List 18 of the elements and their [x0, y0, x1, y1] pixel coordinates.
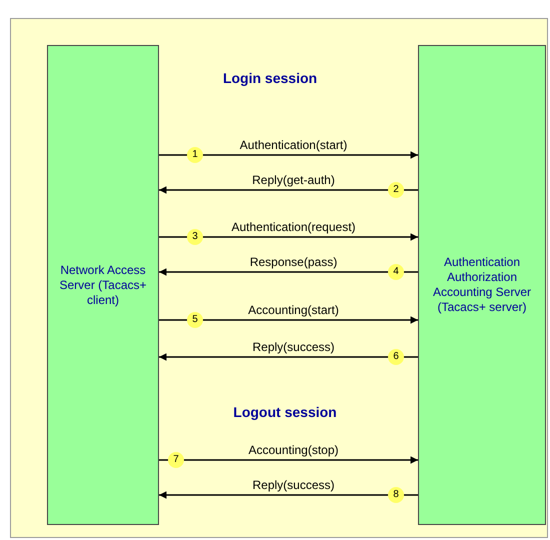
- message-label: Authentication(start): [238, 139, 350, 152]
- message-label: Reply(get-auth): [250, 174, 337, 187]
- session-heading: Logout session: [233, 404, 337, 420]
- message-label: Reply(success): [250, 341, 337, 354]
- server-box: [47, 45, 159, 525]
- server-label: Authentication Authorization Accounting Server (Tacacs+ server): [432, 255, 532, 315]
- message-label: Accounting(stop): [246, 444, 341, 457]
- arrow: [159, 456, 418, 464]
- arrow: [159, 316, 418, 324]
- session-heading: Login session: [222, 70, 318, 86]
- message-label: Reply(success): [250, 479, 337, 492]
- server-box: [418, 45, 546, 525]
- arrow: [159, 151, 418, 159]
- message-label: Response(pass): [248, 256, 340, 269]
- message-label: Accounting(start): [246, 304, 341, 317]
- arrow: [159, 233, 418, 241]
- server-label: Network Access Server (Tacacs+ client): [58, 262, 148, 308]
- message-label: Authentication(request): [229, 221, 358, 234]
